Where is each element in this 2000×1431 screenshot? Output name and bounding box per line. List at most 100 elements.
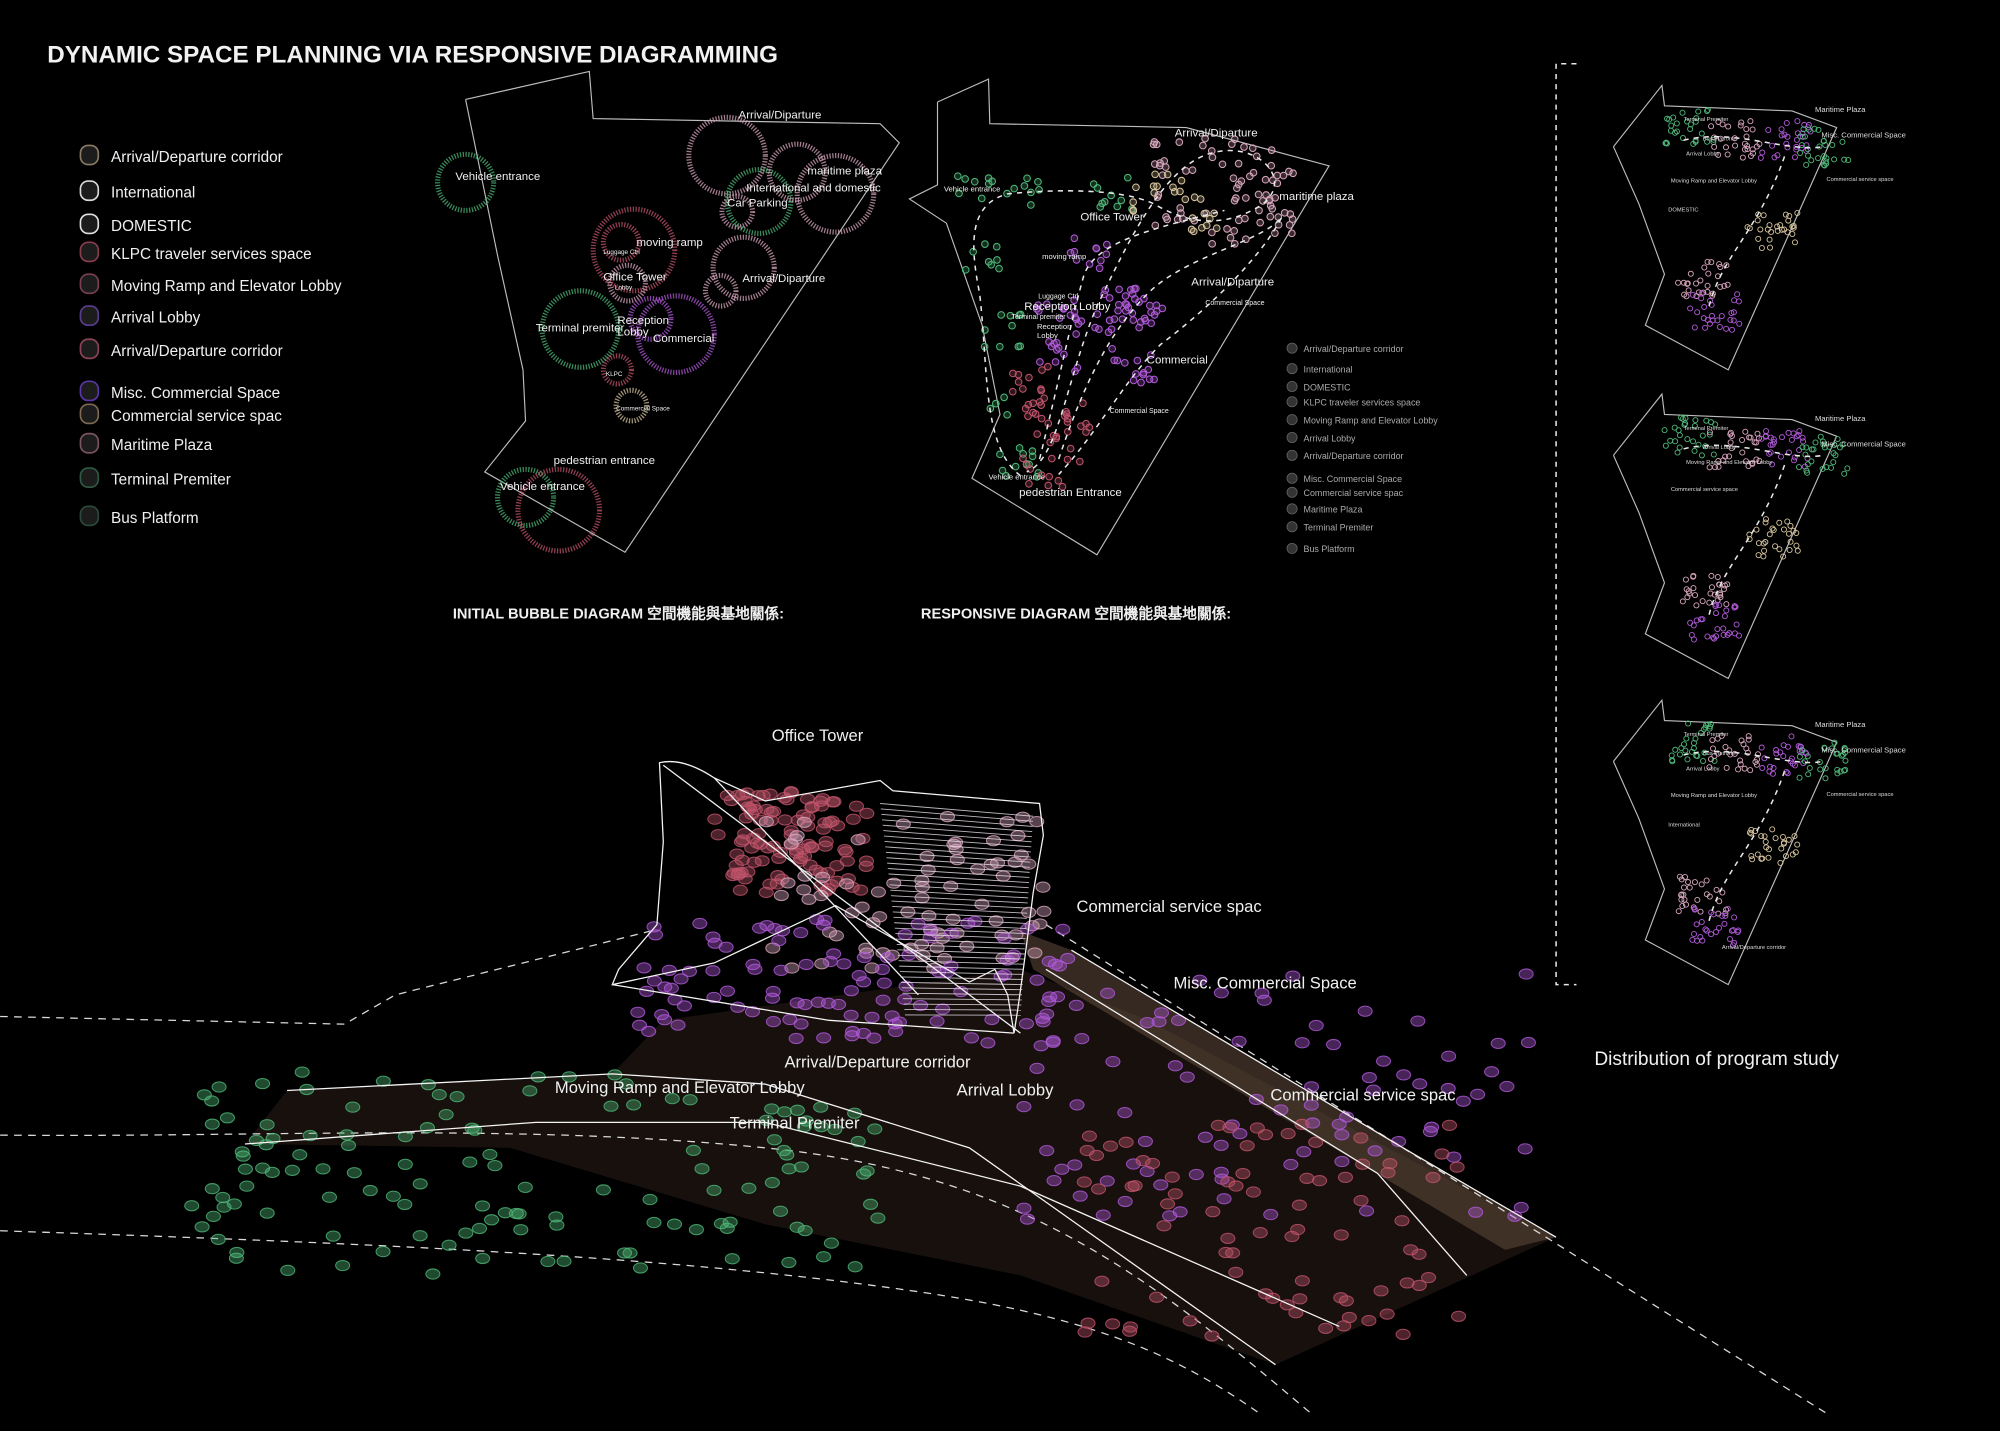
program-dot bbox=[935, 1003, 951, 1015]
program-dot bbox=[1839, 751, 1846, 758]
program-dot bbox=[1020, 182, 1029, 190]
program-dot bbox=[1294, 1037, 1310, 1049]
program-dot bbox=[1394, 1215, 1410, 1227]
contour-line bbox=[889, 878, 1029, 889]
program-dot bbox=[1121, 292, 1130, 300]
program-dot bbox=[1728, 310, 1735, 317]
program-dot bbox=[1819, 438, 1826, 445]
diagram-label: Commercial Space bbox=[1110, 408, 1169, 415]
program-dot bbox=[1770, 436, 1777, 443]
legend-item-label: Maritime Plaza bbox=[111, 437, 213, 454]
program-dot bbox=[991, 399, 1000, 408]
program-dot bbox=[1015, 311, 1024, 319]
site-outline bbox=[1612, 392, 1838, 680]
contour-line bbox=[898, 960, 1024, 965]
program-dot bbox=[845, 1025, 861, 1038]
program-dot bbox=[1220, 1176, 1236, 1188]
program-dot bbox=[1717, 263, 1724, 270]
program-dot bbox=[1222, 1122, 1238, 1134]
contour-line bbox=[899, 971, 1024, 975]
program-dot bbox=[255, 1077, 271, 1090]
program-dot bbox=[1513, 1201, 1529, 1214]
program-dot bbox=[1749, 856, 1756, 863]
program-dot bbox=[1749, 460, 1756, 467]
program-dot bbox=[1692, 592, 1699, 599]
contour-line bbox=[890, 895, 1028, 904]
program-dot bbox=[1034, 1012, 1050, 1024]
program-dot bbox=[777, 814, 793, 826]
program-dot bbox=[1229, 174, 1238, 182]
program-dot bbox=[1283, 1158, 1299, 1171]
program-bubble bbox=[719, 193, 756, 230]
contour-line bbox=[880, 803, 1034, 817]
program-dot bbox=[1693, 602, 1700, 609]
program-dot bbox=[1787, 522, 1794, 529]
program-dot bbox=[1778, 845, 1785, 852]
program-dot bbox=[1667, 437, 1674, 444]
program-dot bbox=[1318, 1322, 1334, 1334]
program-dot bbox=[1395, 1328, 1411, 1340]
program-dot bbox=[1226, 233, 1235, 242]
program-dot bbox=[1841, 470, 1848, 477]
program-dot bbox=[673, 973, 689, 985]
program-dot bbox=[1680, 279, 1687, 286]
program-dot bbox=[420, 1079, 436, 1091]
study-label: Commercial service space bbox=[1671, 487, 1738, 493]
program-dot bbox=[1449, 1161, 1465, 1173]
program-dot bbox=[1699, 616, 1706, 623]
program-dot bbox=[1266, 201, 1275, 210]
program-dot bbox=[818, 835, 834, 848]
legend-item-label: Arrival/Departure corridor bbox=[111, 149, 283, 166]
program-dot bbox=[1798, 142, 1805, 149]
program-dot bbox=[259, 1207, 275, 1219]
program-dot bbox=[993, 256, 1001, 264]
program-dot bbox=[1794, 210, 1801, 217]
program-dot bbox=[1135, 1155, 1151, 1167]
program-dot bbox=[1208, 228, 1216, 237]
program-dot bbox=[1755, 540, 1762, 547]
contour-line bbox=[887, 862, 1030, 873]
program-dot bbox=[1736, 320, 1743, 327]
program-dot bbox=[1762, 519, 1769, 526]
program-dot bbox=[970, 177, 979, 186]
program-dot bbox=[992, 242, 1001, 251]
program-dot bbox=[719, 1222, 735, 1234]
program-dot bbox=[1434, 1148, 1450, 1160]
program-dot bbox=[1692, 735, 1699, 742]
program-dot bbox=[845, 813, 861, 825]
program-dot bbox=[980, 1037, 996, 1049]
legend-swatch bbox=[1286, 431, 1298, 443]
site-outline bbox=[1612, 84, 1838, 371]
program-dot bbox=[1833, 750, 1840, 757]
program-dot bbox=[750, 790, 766, 802]
program-dot bbox=[205, 1210, 221, 1222]
legend-item-label: Moving Ramp and Elevator Lobby bbox=[1304, 415, 1439, 425]
program-dot bbox=[294, 1066, 310, 1078]
program-dot bbox=[1291, 1199, 1307, 1211]
legend-swatch bbox=[79, 467, 100, 489]
program-dot bbox=[1021, 906, 1037, 919]
program-dot bbox=[1063, 427, 1072, 436]
program-bubble bbox=[794, 153, 877, 235]
program-dot bbox=[1811, 125, 1818, 132]
program-dot bbox=[239, 1180, 255, 1192]
program-dot bbox=[705, 965, 721, 977]
program-dot bbox=[1798, 744, 1804, 751]
program-dot bbox=[513, 1224, 529, 1236]
program-dot bbox=[816, 1032, 832, 1044]
program-dot bbox=[859, 807, 875, 820]
program-dot bbox=[1072, 330, 1080, 338]
program-dot bbox=[1710, 911, 1717, 918]
bubble-label: Vehicle entrance bbox=[455, 171, 540, 183]
program-dot bbox=[1724, 151, 1731, 158]
program-dot bbox=[1747, 153, 1754, 160]
program-dot bbox=[204, 1183, 220, 1195]
program-dot bbox=[1353, 1194, 1369, 1207]
program-dot bbox=[1044, 362, 1052, 371]
program-dot bbox=[1714, 626, 1721, 633]
program-dot bbox=[1125, 1158, 1141, 1170]
program-dot bbox=[1105, 316, 1114, 325]
program-dot bbox=[1804, 146, 1811, 153]
program-dot bbox=[1718, 732, 1725, 739]
program-dot bbox=[1803, 161, 1810, 168]
